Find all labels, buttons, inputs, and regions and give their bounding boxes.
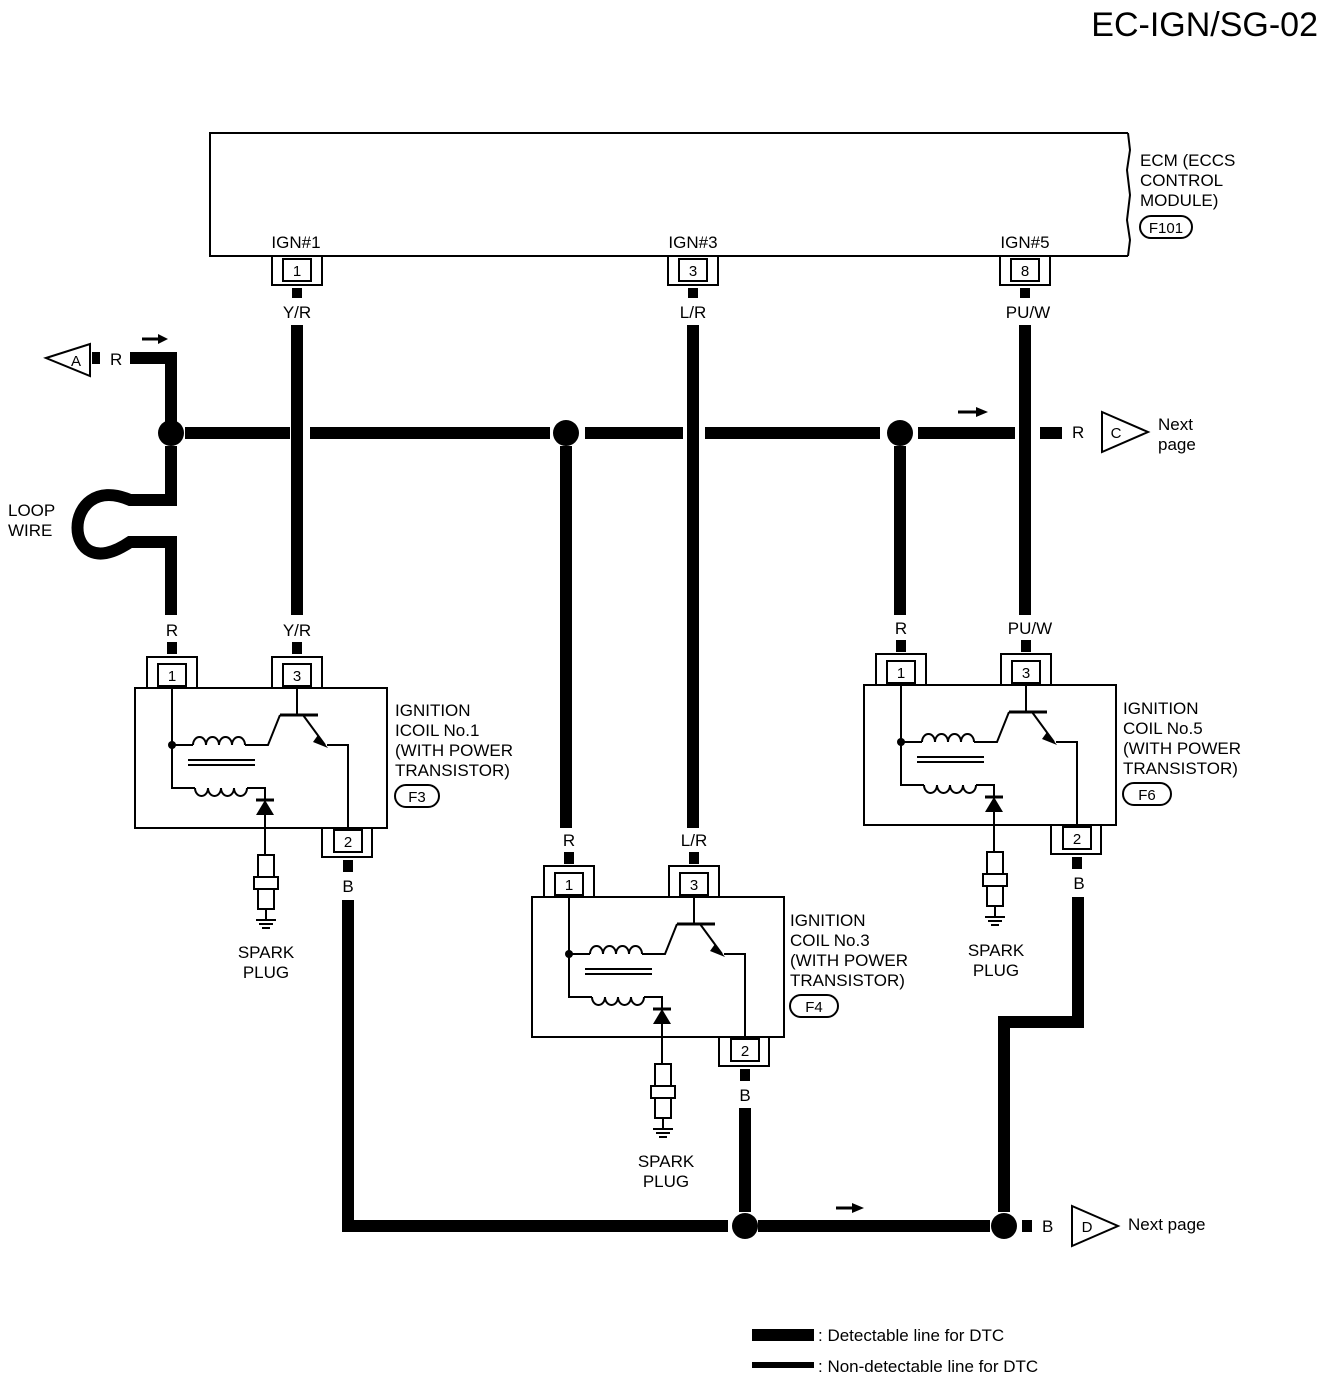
legend-detectable-swatch	[752, 1329, 814, 1341]
page-title: EC-IGN/SG-02	[1091, 6, 1318, 44]
svg-text:1: 1	[565, 877, 573, 894]
ecm-terminal-name-5: IGN#5	[1000, 233, 1049, 252]
svg-text:1: 1	[168, 668, 176, 685]
wire-label-lr-top: L/R	[680, 303, 706, 322]
junction-b-mid	[732, 1213, 758, 1239]
legend-detectable-text: : Detectable line for DTC	[818, 1326, 1004, 1345]
coil1-name-3: (WITH POWER	[395, 741, 513, 760]
coil1-connector-id: F3	[408, 789, 426, 806]
spark-plug-3	[650, 1063, 676, 1138]
ignition-coil-3: R L/R 1 3 2 B IGNITION COIL No.3	[531, 831, 908, 1191]
spark-plug-5-label-2: PLUG	[973, 961, 1019, 980]
svg-text:C: C	[1111, 425, 1122, 442]
svg-text:D: D	[1082, 1219, 1093, 1236]
coil5-connector-id: F6	[1138, 787, 1156, 804]
ecm-terminal-name-3: IGN#3	[668, 233, 717, 252]
spark-plug-1	[253, 854, 279, 929]
legend-nondetectable-swatch	[752, 1362, 814, 1368]
ecm-pin-3: 3	[667, 256, 719, 286]
ecm-name-line-1: ECM (ECCS	[1140, 151, 1235, 170]
wire-label-r-c: R	[1072, 423, 1084, 442]
wire-b-coil5	[998, 897, 1084, 1212]
svg-text:1: 1	[897, 665, 905, 682]
ecm-name-line-3: MODULE)	[1140, 191, 1218, 210]
coil3-name-3: (WITH POWER	[790, 951, 908, 970]
svg-text:2: 2	[741, 1043, 749, 1060]
svg-text:3: 3	[690, 877, 698, 894]
wire-label-b-d: B	[1042, 1217, 1053, 1236]
ignition-coil-5: R PU/W 1 3 2 B IGNITION COIL No.5	[863, 619, 1241, 980]
ecm-terminal-name-1: IGN#1	[271, 233, 320, 252]
coil3-wire-c: B	[739, 1086, 750, 1105]
junction-b-right	[991, 1213, 1017, 1239]
coil3-wire-a: R	[563, 831, 575, 850]
ecm-connector-id: F101	[1149, 220, 1183, 237]
coil3-name-2: COIL No.3	[790, 931, 870, 950]
ecm-name-line-2: CONTROL	[1140, 171, 1223, 190]
svg-text:A: A	[71, 353, 81, 370]
spark-plug-3-label-2: PLUG	[643, 1172, 689, 1191]
wire-label-yr-top: Y/R	[283, 303, 311, 322]
coil3-wire-b: L/R	[681, 831, 707, 850]
wire-b-coil1	[342, 900, 728, 1232]
spark-plug-3-label-1: SPARK	[638, 1152, 695, 1171]
ecm-module: ECM (ECCS CONTROL MODULE) F101 IGN#1 IGN…	[209, 132, 1235, 257]
spark-plug-1-label-2: PLUG	[243, 963, 289, 982]
connector-d: B D Next page	[1042, 1204, 1206, 1248]
svg-text:8: 8	[1021, 263, 1029, 280]
connector-a: A R	[43, 334, 168, 378]
coil5-name-2: COIL No.5	[1123, 719, 1203, 738]
junction-r-right	[887, 420, 913, 446]
wire-r-from-a	[130, 352, 177, 432]
coil5-wire-b: PU/W	[1008, 619, 1052, 638]
coil1-wire-b: Y/R	[283, 621, 311, 640]
coil1-name-1: IGNITION	[395, 701, 471, 720]
coil1-name-2: ICOIL No.1	[395, 721, 479, 740]
ecm-pin-8: 8	[999, 256, 1051, 286]
junction-r-mid	[553, 420, 579, 446]
next-page-d: Next page	[1128, 1215, 1206, 1234]
ecm-pin-1: 1	[271, 256, 323, 286]
next-page-c-line1: Next	[1158, 415, 1193, 434]
wire-label-puw-top: PU/W	[1006, 303, 1050, 322]
svg-text:1: 1	[293, 263, 301, 280]
ignition-coil-1: R Y/R 1 3 2 B IGNITION ICOIL No.1	[134, 621, 513, 982]
svg-text:3: 3	[293, 668, 301, 685]
coil3-box	[531, 896, 785, 1038]
coil5-wire-a: R	[895, 619, 907, 638]
loop-wire-label-2: WIRE	[8, 521, 52, 540]
svg-text:3: 3	[689, 263, 697, 280]
coil5-name-4: TRANSISTOR)	[1123, 759, 1238, 778]
coil5-box	[863, 684, 1117, 826]
coil3-name-4: TRANSISTOR)	[790, 971, 905, 990]
loop-wire-label-1: LOOP	[8, 501, 55, 520]
svg-text:2: 2	[1073, 831, 1081, 848]
coil1-wire-c: B	[342, 877, 353, 896]
coil1-wire-a: R	[166, 621, 178, 640]
loop-wire	[71, 446, 177, 615]
coil3-connector-id: F4	[805, 999, 823, 1016]
svg-text:2: 2	[344, 834, 352, 851]
spark-plug-1-label-1: SPARK	[238, 943, 295, 962]
wire-label-r-a: R	[110, 350, 122, 369]
coil3-name-1: IGNITION	[790, 911, 866, 930]
legend: : Detectable line for DTC : Non-detectab…	[752, 1326, 1038, 1376]
coil1-box	[134, 687, 388, 829]
coil1-name-4: TRANSISTOR)	[395, 761, 510, 780]
spark-plug-5-label-1: SPARK	[968, 941, 1025, 960]
coil5-name-1: IGNITION	[1123, 699, 1199, 718]
svg-text:3: 3	[1022, 665, 1030, 682]
connector-c: R C Next page	[1072, 410, 1196, 454]
ecm-connector-badge	[1139, 215, 1193, 239]
legend-nondetectable-text: : Non-detectable line for DTC	[818, 1357, 1038, 1376]
coil5-wire-c: B	[1073, 874, 1084, 893]
junction-r-left	[158, 420, 184, 446]
coil5-name-3: (WITH POWER	[1123, 739, 1241, 758]
next-page-c-line2: page	[1158, 435, 1196, 454]
spark-plug-5	[982, 851, 1008, 926]
